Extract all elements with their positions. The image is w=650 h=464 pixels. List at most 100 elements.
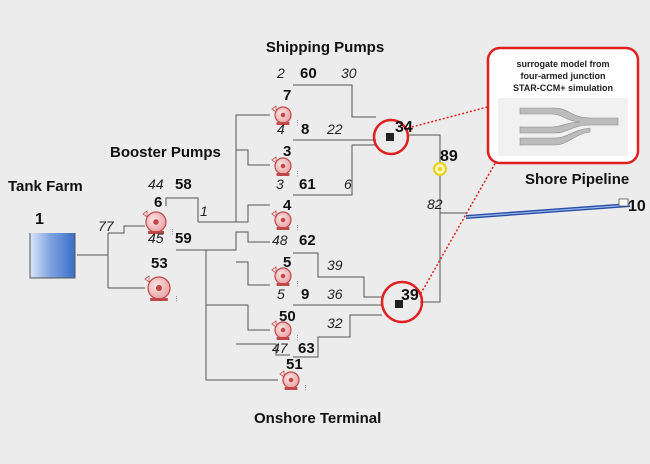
callout-box: surrogate model from four-armed junction…	[486, 46, 640, 165]
callout-line-3: STAR-CCM+ simulation	[513, 83, 613, 93]
header-4	[236, 204, 270, 223]
header-5	[236, 261, 270, 286]
pipe-44	[108, 225, 145, 234]
section-shore-pipeline: Shore Pipeline	[525, 171, 629, 188]
label-pipe-32: 32	[327, 315, 343, 331]
pump-hub-icon	[155, 284, 163, 292]
label-pump-3: 3	[283, 143, 291, 160]
callout-arrow-39	[419, 159, 498, 296]
pump-inlet-icon	[271, 105, 277, 113]
label-pipe-48: 48	[272, 232, 288, 248]
label-pipe-5: 5	[277, 286, 285, 302]
pump-base-icon	[276, 173, 290, 176]
pump-port-dots-icon: ⋮	[169, 229, 176, 236]
header-47	[236, 343, 290, 356]
pump-inlet-icon	[271, 266, 277, 274]
pump-icon-6[interactable]: ⋮	[142, 210, 176, 236]
pipe-62	[293, 252, 382, 298]
valve-89[interactable]	[433, 162, 447, 176]
pump-icon-5[interactable]: ⋮	[271, 266, 301, 288]
pipe-61	[293, 144, 376, 196]
pump-base-icon	[276, 337, 290, 340]
label-pipe-59: 59	[175, 230, 192, 247]
label-pipe-1: 1	[200, 203, 208, 219]
pump-hub-icon	[288, 377, 294, 383]
pump-port-dots-icon: ⋮	[294, 171, 301, 178]
pump-inlet-icon	[142, 210, 148, 218]
label-pipe-47: 47	[272, 340, 289, 356]
pipe-network	[77, 84, 466, 381]
pump-base-icon	[148, 231, 164, 234]
label-pipe-58: 58	[175, 176, 192, 193]
pump-inlet-icon	[271, 210, 277, 218]
label-pump-51: 51	[286, 356, 303, 373]
junction-39-outlet	[420, 175, 441, 303]
header-50	[206, 304, 270, 331]
pipe-60	[293, 84, 376, 118]
pump-icon-51[interactable]: ⋮	[279, 370, 309, 392]
pump-icon-4[interactable]: ⋮	[271, 210, 301, 232]
label-pipe-77: 77	[98, 218, 115, 234]
junction-34-highlight	[372, 118, 410, 156]
label-pipeline-10: 10	[628, 198, 646, 215]
label-pipe-3: 3	[276, 176, 284, 192]
pump-icon-3[interactable]: ⋮	[271, 156, 301, 178]
junction-39-highlight	[380, 280, 424, 324]
label-pump-6: 6	[154, 194, 162, 211]
pump-hub-icon	[280, 163, 286, 169]
pump-hub-icon	[280, 112, 286, 118]
tank-outline	[29, 233, 76, 279]
pump-base-icon	[276, 122, 290, 125]
pump-port-dots-icon: ⋮	[294, 225, 301, 232]
pump-hub-icon	[280, 327, 286, 333]
pipeline-end-icon	[618, 198, 629, 207]
label-pipe-30: 30	[341, 65, 357, 81]
label-pump-4: 4	[283, 197, 292, 214]
tank-farm-tank[interactable]	[29, 233, 76, 279]
junction-39[interactable]	[380, 280, 424, 324]
pump-inlet-icon	[271, 320, 277, 328]
label-junction-34: 34	[395, 119, 413, 136]
callout-arrow-34	[407, 104, 496, 129]
pump-icon-50[interactable]: ⋮	[271, 320, 301, 342]
section-tank-farm: Tank Farm	[8, 178, 83, 195]
pipe-58	[165, 197, 199, 222]
label-pump-7: 7	[283, 87, 291, 104]
valve-core	[438, 167, 442, 171]
label-junction-39: 39	[401, 287, 419, 304]
callout-line-2: four-armed junction	[521, 71, 606, 81]
label-pipe-39: 39	[327, 257, 343, 273]
label-pipe-2: 2	[276, 65, 285, 81]
section-shipping-pumps: Shipping Pumps	[266, 39, 384, 56]
pump-inlet-icon	[271, 156, 277, 164]
label-pipe-45: 45	[148, 230, 164, 246]
pipeline-highlight	[465, 204, 631, 218]
junction-34[interactable]	[372, 118, 410, 156]
pump-icon-53[interactable]: ⋮	[144, 275, 180, 303]
header-mid	[236, 149, 270, 166]
pump-hub-icon	[280, 273, 286, 279]
header-top	[216, 114, 270, 223]
pump-hub-icon	[153, 219, 159, 225]
junction-34-outlet	[408, 134, 441, 163]
pump-inlet-icon	[279, 370, 285, 378]
pump-base-icon	[276, 283, 290, 286]
pump-base-icon	[150, 298, 168, 301]
junction-39-icon	[395, 300, 403, 308]
junction-34-icon	[386, 133, 394, 141]
label-pipe-9: 9	[301, 286, 309, 303]
pump-icon-7[interactable]: ⋮	[271, 105, 301, 127]
callout-line-1: surrogate model from	[516, 59, 609, 69]
label-pipe-6: 6	[344, 176, 352, 192]
pump-port-dots-icon: ⋮	[302, 385, 309, 392]
label-pipe-82: 82	[427, 196, 443, 212]
shore-pipeline[interactable]	[465, 198, 631, 219]
label-pump-50: 50	[279, 308, 296, 325]
pump-inlet-icon	[144, 275, 150, 283]
pipe-63	[293, 314, 382, 358]
pump-base-icon	[284, 387, 298, 390]
label-pipe-62: 62	[299, 232, 316, 249]
label-pipe-60: 60	[300, 65, 317, 82]
label-pipe-63: 63	[298, 340, 315, 357]
